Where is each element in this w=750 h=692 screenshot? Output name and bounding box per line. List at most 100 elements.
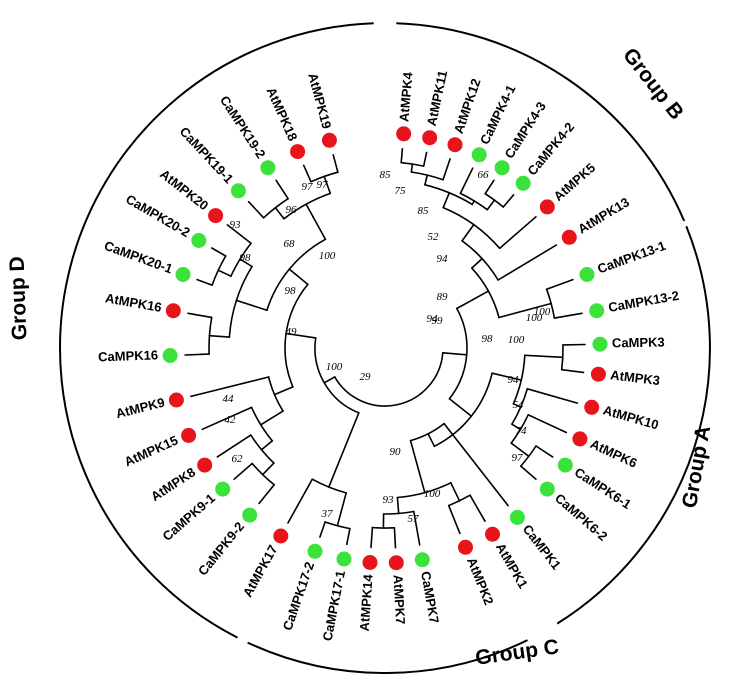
leaf-label-campk1: CaMPK1 [520,522,564,573]
bootstrap-value: 54 [513,399,525,411]
leaf-label-atmpk1: AtMPK1 [493,540,531,591]
branch-arc [442,206,501,250]
branch [305,203,314,218]
branch-arc [512,354,526,405]
bootstrap-value: 99 [432,315,444,327]
leaf-label-atmpk16: AtMPK16 [104,290,163,315]
leaf-marker-campk4-1 [471,147,487,163]
leaf-label-campk9-2: CaMPK9-2 [195,519,247,578]
branch [323,376,336,384]
terminal-branch [535,445,554,458]
leaf-marker-campk13-2 [589,303,605,319]
bootstrap-value: 100 [319,250,336,262]
branch [427,433,436,448]
bootstrap-value: 94 [427,313,439,325]
terminal-branch [233,462,253,480]
terminal-branch [498,216,537,250]
leaf-marker-atmpk2 [458,539,473,555]
leaf-label-atmpk14: AtMPK14 [357,573,376,632]
leaf-label-campk9-1: CaMPK9-1 [160,490,218,544]
terminal-branch [258,484,275,505]
leaf-label-atmpk8: AtMPK8 [148,464,198,504]
branch [456,299,474,310]
bootstrap-value: 100 [534,306,551,318]
branch-arc [283,192,332,220]
leaf-label-atmpk17: AtMPK17 [240,542,281,599]
leaf-marker-campk9-2 [242,507,258,523]
leaf-label-atmpk18: AtMPK18 [264,85,301,143]
leaf-marker-atmpk5 [539,199,555,215]
tree-branches [184,148,586,549]
bootstrap-value: 96 [286,204,298,216]
branch [208,334,231,338]
bootstrap-value: 68 [284,238,296,250]
terminal-branch [190,376,270,398]
bootstrap-value: 44 [223,393,235,405]
leaf-marker-atmpk12 [447,137,463,153]
leaf-label-atmpk20: AtMPK20 [157,166,211,213]
branch [450,482,461,502]
leaf-label-atmpk2: AtMPK2 [464,555,497,607]
branch [260,410,284,426]
leaf-marker-campk4-3 [494,160,510,176]
branch [312,215,327,241]
leaf-marker-campk7 [414,552,430,568]
leaf-marker-campk19-1 [230,183,246,199]
leaf-marker-campk3 [592,336,608,352]
branch-arc [447,494,471,507]
branch [336,492,347,527]
branch [461,223,475,242]
terminal-branch [332,154,339,173]
branch [442,352,468,356]
branch-arc [267,376,284,412]
branch [239,258,253,268]
bootstrap-value: 98 [482,333,494,345]
terminal-branch [226,224,252,245]
branch-arc [459,192,489,211]
leaf-label-atmpk6: AtMPK6 [588,436,640,471]
leaf-marker-campk17-2 [307,543,323,559]
bootstrap-value: 29 [360,371,372,383]
leaf-marker-campk9-1 [215,481,231,497]
leaf-marker-campk16 [162,348,178,363]
branch [471,290,490,301]
bootstrap-value: 98 [240,252,252,264]
terminal-branch [275,179,289,200]
bootstrap-value: 93 [383,494,395,506]
group-arc-group-d [59,22,374,639]
leaf-marker-atmpk1 [485,526,500,542]
leaf-marker-campk19-2 [260,160,276,176]
leaf-label-campk17-2: CaMPK17-2 [280,560,317,633]
leaf-label-campk13-2: CaMPK13-2 [607,288,680,315]
leaf-marker-atmpk13 [561,229,577,245]
branch [274,206,285,220]
terminal-branch [447,504,461,535]
leaf-marker-campk20-2 [191,233,207,248]
branch-arc [228,265,253,338]
bootstrap-value: 52 [428,231,440,243]
leaf-label-atmpk5: AtMPK5 [551,160,598,204]
branch [512,403,522,408]
leaf-marker-campk6-1 [557,457,573,473]
group-arcs [59,22,711,675]
branch-arc [461,240,499,281]
bootstrap-value: 97 [317,179,329,191]
terminal-branch [527,414,568,434]
leaf-marker-atmpk9 [168,392,184,408]
branch [396,496,400,515]
bootstrap-value: 94 [508,374,520,386]
root-arc [333,352,444,407]
leaf-marker-atmpk17 [273,528,289,544]
leaf-label-atmpk19: AtMPK19 [305,71,334,130]
terminal-branch [247,200,265,219]
leaf-marker-atmpk4 [396,126,412,142]
leaf-label-campk6-2: CaMPK6-2 [552,490,610,544]
group-arc-group-a [556,225,711,625]
branch [273,386,294,396]
bootstrap-value: 94 [437,253,449,265]
branch [235,299,268,311]
leaf-marker-atmpk10 [584,399,600,415]
terminal-branch [520,465,537,480]
branch-arc [471,267,500,319]
